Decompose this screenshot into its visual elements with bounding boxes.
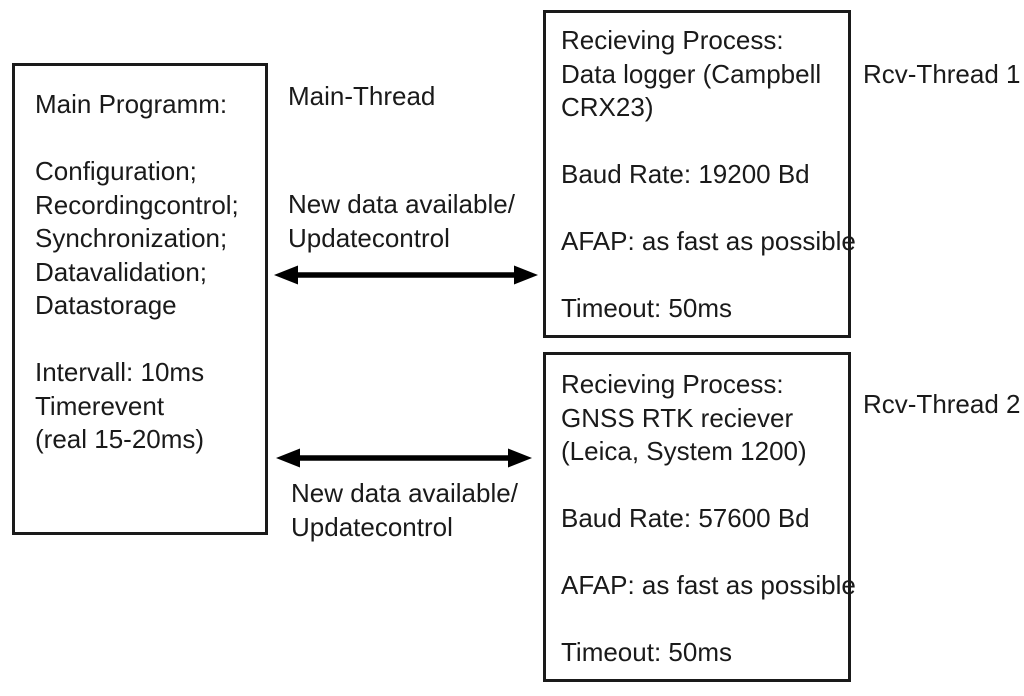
bidirectional-arrow-1 bbox=[274, 265, 538, 285]
spacer bbox=[35, 122, 265, 156]
arrow-right-head bbox=[508, 448, 532, 468]
main-program-box: Main Programm: Configuration; Recordingc… bbox=[12, 63, 268, 535]
rcv-thread-1-label: Rcv-Thread 1 bbox=[863, 59, 1021, 89]
receiver-1-timeout: Timeout: 50ms bbox=[561, 293, 732, 323]
connection-2-label-line2: Updatecontrol bbox=[291, 511, 453, 542]
receiver-2-baud: Baud Rate: 57600 Bd bbox=[561, 503, 810, 533]
main-box-timing: Timerevent bbox=[35, 390, 165, 421]
receiver-2-title: GNSS RTK reciever bbox=[561, 402, 794, 433]
receiver-2-afap: AFAP: as fast as possible bbox=[561, 570, 856, 600]
main-thread-label: Main-Thread bbox=[288, 81, 436, 111]
receiver-2-title: Recieving Process: bbox=[561, 369, 784, 399]
receiver-1-title: CRX23) bbox=[561, 92, 654, 122]
connection-1-label-line2: Updatecontrol bbox=[288, 222, 450, 253]
spacer bbox=[35, 323, 265, 357]
receiver-1-afap: AFAP: as fast as possible bbox=[561, 226, 856, 256]
receiver-1-title: Data logger (Campbell bbox=[561, 58, 822, 89]
connection-1-label-line1: New data available/ bbox=[288, 189, 515, 219]
receiver-2-title: (Leica, System 1200) bbox=[561, 436, 807, 466]
arrow-left-head bbox=[276, 448, 300, 468]
receiver-box-datalogger: Recieving Process: Data logger (Campbell… bbox=[543, 10, 856, 338]
main-box-task: Datastorage bbox=[35, 290, 177, 320]
receiver-1-baud: Baud Rate: 19200 Bd bbox=[561, 159, 810, 189]
receiver-2-timeout: Timeout: 50ms bbox=[561, 637, 732, 667]
spacer bbox=[561, 469, 848, 503]
main-box-task: Recordingcontrol; bbox=[35, 189, 239, 220]
main-box-timing: Intervall: 10ms bbox=[35, 357, 205, 387]
connection-2-label-line1: New data available/ bbox=[291, 478, 518, 508]
receiver-box-gnss: Recieving Process: GNSS RTK reciever (Le… bbox=[543, 352, 856, 682]
spacer bbox=[561, 125, 848, 159]
main-box-title: Main Programm: bbox=[35, 89, 228, 119]
connection-1-label: New data available/ Updatecontrol bbox=[288, 188, 515, 255]
spacer bbox=[561, 259, 848, 293]
arrow-left-head bbox=[274, 265, 298, 285]
receiver-1-title: Recieving Process: bbox=[561, 25, 784, 55]
main-box-task: Datavalidation; bbox=[35, 256, 207, 287]
main-box-task: Synchronization; bbox=[35, 223, 228, 253]
connection-2-label: New data available/ Updatecontrol bbox=[291, 477, 518, 544]
main-box-timing: (real 15-20ms) bbox=[35, 424, 205, 454]
spacer bbox=[561, 536, 848, 570]
main-box-task: Configuration; bbox=[35, 156, 197, 186]
bidirectional-arrow-2 bbox=[276, 448, 532, 468]
arrow-right-head bbox=[514, 265, 538, 285]
spacer bbox=[561, 192, 848, 226]
spacer bbox=[561, 603, 848, 637]
rcv-thread-2-label: Rcv-Thread 2 bbox=[863, 389, 1021, 419]
